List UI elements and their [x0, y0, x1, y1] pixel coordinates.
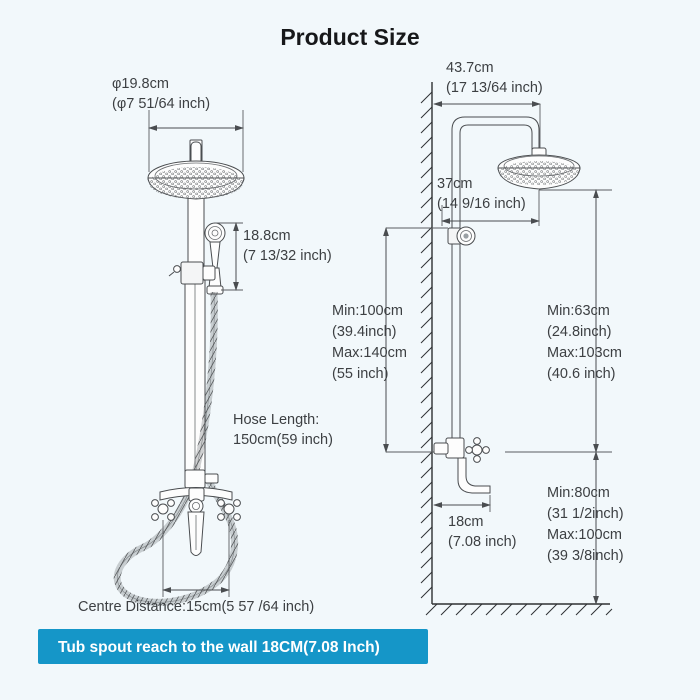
- handheld-shower: [204, 222, 226, 295]
- riser-min-in-label: (39.4inch): [332, 324, 396, 340]
- head-max-cm-label: Max:103cm: [547, 345, 622, 361]
- spout-reach-dimension: [433, 495, 491, 512]
- slider-bracket: [168, 261, 216, 285]
- spout-reach-cm-label: 18cm: [448, 514, 483, 530]
- riser-max-cm-label: Max:140cm: [332, 345, 407, 361]
- floor: [425, 603, 613, 616]
- shower-head-side: [497, 147, 581, 190]
- side-view-diagram: 43.7cm (17 13/64 inch) 37cm: [332, 60, 624, 616]
- riser-min-cm-label: Min:100cm: [332, 303, 403, 319]
- head-diameter-cm-label: φ19.8cm: [112, 76, 169, 92]
- head-min-cm-label: Min:63cm: [547, 303, 610, 319]
- arm-length-cm-label: 37cm: [437, 176, 472, 192]
- top-reach-cm-label: 43.7cm: [446, 60, 494, 76]
- floor-min-cm-label: Min:80cm: [547, 485, 610, 501]
- floor-min-in-label: (31 1/2inch): [547, 506, 624, 522]
- head-diameter-dimension: [148, 110, 244, 172]
- hose-length-value: 150cm(59 inch): [233, 432, 333, 448]
- shower-head: [147, 141, 245, 200]
- riser-height-dimension: [383, 227, 448, 453]
- spout-reach-in-label: (7.08 inch): [448, 534, 517, 550]
- top-reach-in-label: (17 13/64 inch): [446, 80, 543, 96]
- page-title: Product Size: [280, 24, 419, 50]
- head-diameter-in-label: (φ7 51/64 inch): [112, 96, 210, 112]
- wall: [420, 82, 433, 604]
- floor-max-cm-label: Max:100cm: [547, 527, 622, 543]
- tub-faucet-side: [433, 437, 491, 494]
- hose-length-title: Hose Length:: [233, 412, 319, 428]
- gooseneck-riser-arm: [451, 116, 540, 230]
- centre-distance-dimension: [162, 520, 230, 597]
- arm-length-in-label: (14 9/16 inch): [437, 196, 526, 212]
- front-view-diagram: φ19.8cm (φ7 51/64 inch): [78, 76, 333, 615]
- riser-pipe-side: [451, 244, 461, 440]
- arm-length-dimension: [441, 190, 540, 226]
- handheld-length-dimension: [215, 222, 243, 291]
- top-reach-dimension: [433, 101, 541, 150]
- handheld-length-cm-label: 18.8cm: [243, 228, 291, 244]
- handheld-length-in-label: (7 13/32 inch): [243, 248, 332, 264]
- head-max-in-label: (40.6 inch): [547, 366, 616, 382]
- tub-faucet-assembly: [151, 469, 241, 556]
- handheld-holder-side: [447, 226, 476, 246]
- riser-max-in-label: (55 inch): [332, 366, 388, 382]
- head-height-dimension: [505, 189, 612, 453]
- tub-spout-banner: Tub spout reach to the wall 18CM(7.08 In…: [38, 629, 428, 664]
- shower-hose: [113, 291, 238, 606]
- tub-spout-banner-text: Tub spout reach to the wall 18CM(7.08 In…: [58, 639, 380, 656]
- centre-distance-label: Centre Distance:15cm(5 57 /64 inch): [78, 599, 314, 615]
- head-min-in-label: (24.8inch): [547, 324, 611, 340]
- floor-max-in-label: (39 3/8inch): [547, 548, 624, 564]
